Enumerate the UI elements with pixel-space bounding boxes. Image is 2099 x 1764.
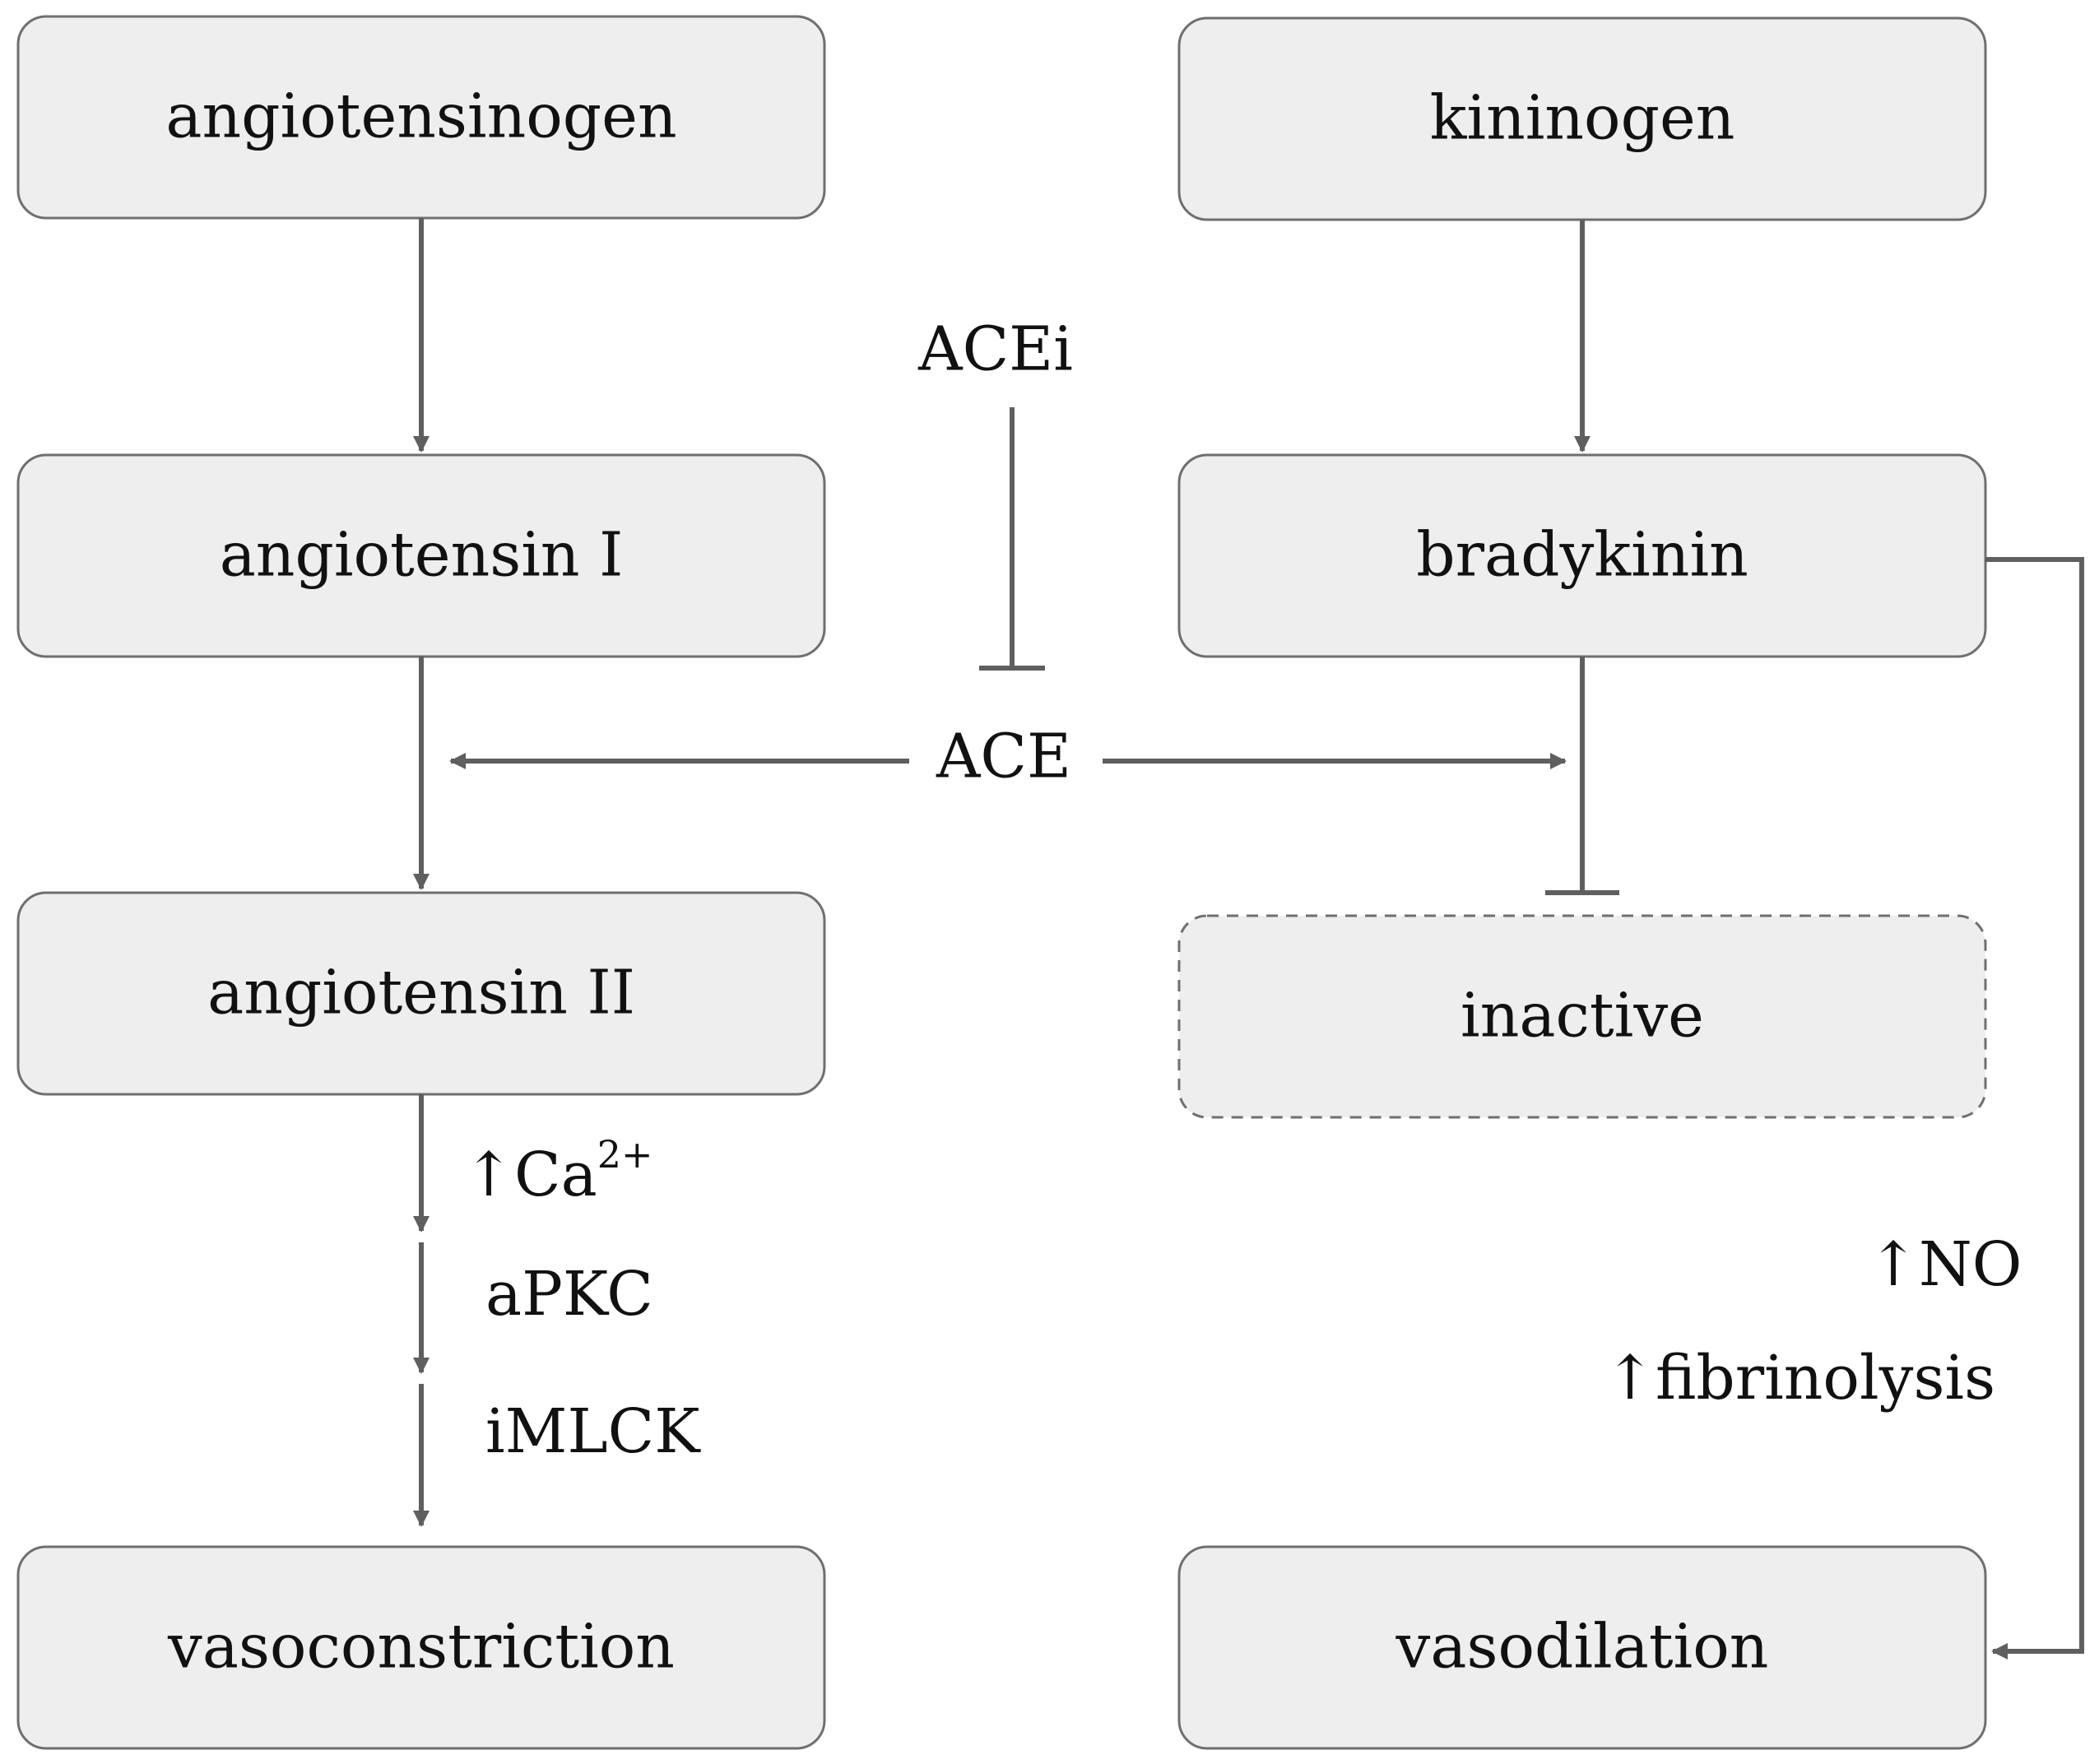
bradykinin-label: bradykinin xyxy=(1416,519,1748,590)
calcium-label: ↑Ca2+ xyxy=(463,1132,653,1210)
acei-label: ACEi xyxy=(917,313,1073,384)
bradykinin-to-vasodilation-arrow xyxy=(1985,557,2084,1660)
vasodilation-node: vasodilation xyxy=(1177,1545,1987,1750)
bradykinin-node: bradykinin xyxy=(1177,453,1987,658)
inactive-box xyxy=(1177,914,1987,1119)
calcium-arrow-label: ↑ xyxy=(463,1140,514,1210)
vasoconstriction-node: vasoconstriction xyxy=(16,1545,826,1750)
vasodilation-box xyxy=(1177,1545,1987,1750)
kininogen-label: kininogen xyxy=(1430,82,1735,153)
vasodilation-label: vasodilation xyxy=(1395,1611,1769,1682)
angiotensinogen-label: angiotensinogen xyxy=(165,81,676,151)
imlck-label: iMLCK xyxy=(485,1396,701,1467)
no-label: ↑NO xyxy=(1868,1229,2022,1300)
angiotensinogen-node: angiotensinogen xyxy=(16,15,826,220)
angiotensin-1-label: angiotensin I xyxy=(220,519,624,590)
inactive-node: inactive xyxy=(1177,914,1987,1119)
angiotensin-1-node: angiotensin I xyxy=(16,453,826,658)
kininogen-node: kininogen xyxy=(1177,16,1987,221)
ace-label: ACE xyxy=(936,721,1071,791)
vasoconstriction-label: vasoconstriction xyxy=(167,1611,675,1682)
apkc-label: aPKC xyxy=(485,1259,653,1330)
inactive-label: inactive xyxy=(1460,980,1704,1051)
angiotensin-2-node: angiotensin II xyxy=(16,891,826,1096)
fibrinolysis-label: ↑fibrinolysis xyxy=(1604,1343,1995,1414)
angiotensin-2-label: angiotensin II xyxy=(207,957,635,1028)
calcium-base-label: Ca xyxy=(514,1140,597,1210)
vasoconstriction-box xyxy=(16,1545,826,1750)
calcium-superscript-label: 2+ xyxy=(597,1132,653,1177)
